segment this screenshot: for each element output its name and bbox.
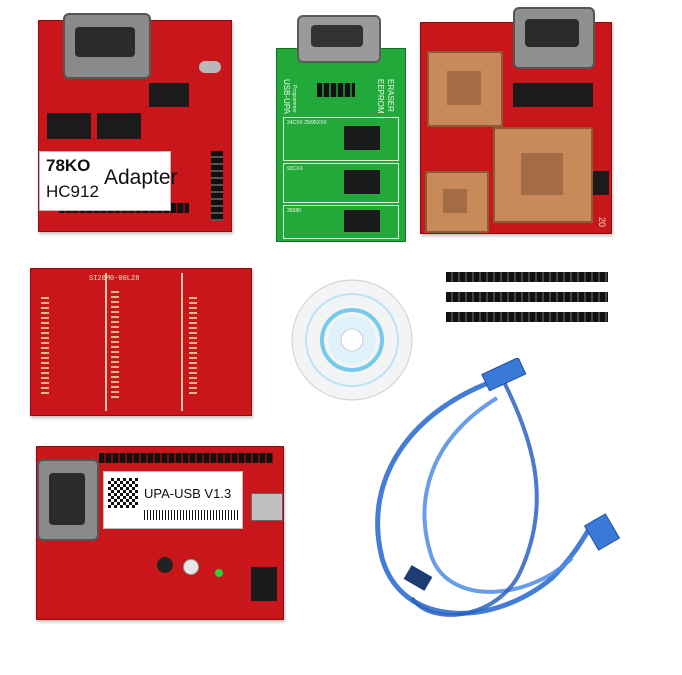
ic-chip — [97, 113, 141, 139]
pad-row — [111, 291, 119, 401]
usb-cable — [375, 358, 621, 617]
pin-header — [317, 83, 355, 97]
capacitor — [157, 557, 173, 573]
ic-chip — [513, 83, 593, 107]
led — [215, 569, 223, 577]
section-label: 35080 — [287, 208, 301, 214]
adapter-label: 78KO Adapter HC912 — [39, 151, 178, 211]
pin-strip — [446, 312, 608, 322]
pin-strip — [446, 272, 608, 282]
pad-row — [189, 297, 197, 397]
plcc-adapter-board: 20 — [420, 7, 612, 234]
pin-strip — [446, 292, 608, 302]
corner-number: 20 — [597, 216, 608, 228]
pin-header-strips — [446, 268, 610, 324]
ic-chip — [47, 113, 91, 139]
barcode — [144, 510, 238, 520]
db9-connector — [297, 15, 381, 63]
pin-header — [211, 151, 223, 221]
board-divider — [105, 273, 107, 411]
eeprom-green-board: USB-UPA Programmer ERASER EEPROM 24CXX 2… — [276, 15, 406, 242]
ferrite-core — [403, 565, 433, 591]
adapter-78ko-board: 78KO Adapter HC912 — [38, 13, 232, 232]
eeprom-section: 35080 — [283, 205, 399, 239]
label-hc912: HC912 — [46, 182, 99, 201]
qr-code — [108, 478, 138, 508]
capacitor — [183, 559, 199, 575]
board-subtitle: Programmer — [291, 85, 297, 113]
board-title: USB-UPA — [282, 79, 291, 114]
plcc-socket-large — [493, 127, 593, 223]
section-label: 24CXX 25/95XXX — [287, 120, 327, 126]
ic-socket — [344, 210, 380, 232]
upa-usb-main-unit: UPA-USB V1.3 — [36, 446, 284, 620]
tssop-adapter-board: SI20M0-00L28 — [30, 268, 252, 416]
plcc-socket-small — [425, 171, 489, 233]
usb-port — [251, 493, 283, 521]
db9-connector — [63, 13, 151, 79]
pad-row — [41, 297, 49, 397]
cd-disc — [291, 279, 413, 401]
eeprom-section: 24CXX 25/95XXX — [283, 117, 399, 161]
ic-socket — [344, 126, 380, 150]
crystal — [199, 61, 221, 73]
usb-plug-right — [583, 513, 621, 551]
db9-connector — [37, 459, 99, 541]
eeprom-section: 93CXX — [283, 163, 399, 203]
pin-header — [99, 453, 273, 463]
device-model-label: UPA-USB V1.3 — [144, 486, 232, 501]
ic-chip — [593, 171, 609, 195]
header-text: SI20M0-00L28 — [89, 275, 140, 283]
section-label: 93CXX — [287, 166, 303, 172]
label-adapter: Adapter — [104, 166, 178, 189]
usb-plug-top — [481, 358, 527, 392]
db9-connector — [513, 7, 595, 69]
board-right-text-2: EEPROM — [376, 79, 385, 114]
ic-socket — [344, 170, 380, 194]
label-78ko: 78KO — [46, 156, 91, 175]
board-divider — [181, 273, 183, 411]
plcc-socket — [427, 51, 503, 127]
ic-chip — [149, 83, 189, 107]
power-jack — [251, 567, 277, 601]
board-right-text-1: ERASER — [386, 79, 395, 112]
device-label: UPA-USB V1.3 — [103, 471, 243, 529]
